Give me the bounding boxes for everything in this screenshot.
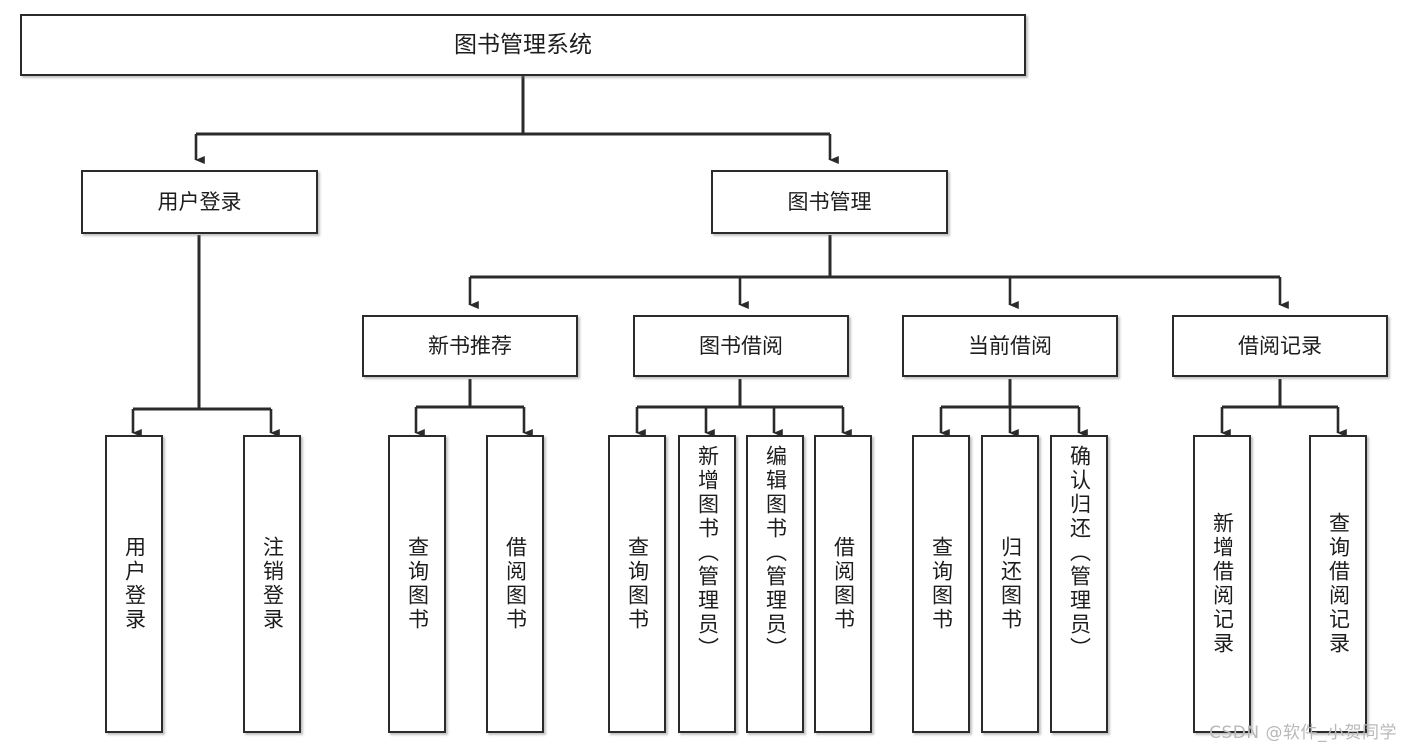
node-book-manage[interactable]: 图书管理 xyxy=(711,170,948,234)
node-leaf-rec-add-label: 新增借阅记录 xyxy=(1210,512,1235,656)
node-book-borrow[interactable]: 图书借阅 xyxy=(633,315,849,377)
node-leaf-cur-return-label: 归还图书 xyxy=(998,536,1023,632)
node-user-login[interactable]: 用户登录 xyxy=(81,170,318,234)
node-leaf-cur-query-label: 查询图书 xyxy=(929,536,954,632)
node-book-manage-label: 图书管理 xyxy=(787,189,872,214)
node-leaf-borrow-query[interactable]: 查询图书 xyxy=(608,435,666,733)
node-leaf-rec-query-record[interactable]: 查询借阅记录 xyxy=(1309,435,1367,733)
node-root-label: 图书管理系统 xyxy=(454,31,592,58)
node-leaf-user-login[interactable]: 用户登录 xyxy=(105,435,163,733)
csdn-watermark: CSDN @软件_小贺同学 xyxy=(1209,723,1397,743)
node-leaf-rec-add[interactable]: 新增借阅记录 xyxy=(1193,435,1251,733)
node-user-login-label: 用户登录 xyxy=(157,189,242,214)
node-book-borrow-label: 图书借阅 xyxy=(699,333,783,358)
node-leaf-borrow-lend[interactable]: 借阅图书 xyxy=(814,435,872,733)
node-leaf-user-login-label: 用户登录 xyxy=(122,536,147,632)
node-leaf-borrow-query-label: 查询图书 xyxy=(625,536,650,632)
node-leaf-cur-confirm-label: 确认归还（管理员） xyxy=(1067,445,1092,661)
node-leaf-borrow-edit[interactable]: 编辑图书（管理员） xyxy=(746,435,804,733)
node-leaf-rec-query-label: 查询图书 xyxy=(405,536,430,632)
node-new-book-rec[interactable]: 新书推荐 xyxy=(362,315,578,377)
node-leaf-borrow-edit-label: 编辑图书（管理员） xyxy=(763,445,788,661)
node-leaf-rec-query[interactable]: 查询图书 xyxy=(388,435,446,733)
node-leaf-cur-confirm[interactable]: 确认归还（管理员） xyxy=(1050,435,1108,733)
node-leaf-cur-return[interactable]: 归还图书 xyxy=(981,435,1039,733)
node-leaf-rec-borrow[interactable]: 借阅图书 xyxy=(486,435,544,733)
node-new-book-rec-label: 新书推荐 xyxy=(428,333,512,358)
node-borrow-record[interactable]: 借阅记录 xyxy=(1172,315,1388,377)
node-leaf-user-logout-label: 注销登录 xyxy=(260,536,285,632)
node-leaf-borrow-add[interactable]: 新增图书（管理员） xyxy=(678,435,736,733)
node-current-borrow-label: 当前借阅 xyxy=(968,333,1052,358)
node-leaf-cur-query[interactable]: 查询图书 xyxy=(912,435,970,733)
node-leaf-rec-borrow-label: 借阅图书 xyxy=(503,536,528,632)
node-current-borrow[interactable]: 当前借阅 xyxy=(902,315,1118,377)
node-leaf-borrow-lend-label: 借阅图书 xyxy=(831,536,856,632)
node-borrow-record-label: 借阅记录 xyxy=(1238,333,1322,358)
node-root[interactable]: 图书管理系统 xyxy=(20,14,1026,76)
node-leaf-rec-query-record-label: 查询借阅记录 xyxy=(1326,512,1351,656)
node-leaf-borrow-add-label: 新增图书（管理员） xyxy=(695,445,720,661)
node-leaf-user-logout[interactable]: 注销登录 xyxy=(243,435,301,733)
